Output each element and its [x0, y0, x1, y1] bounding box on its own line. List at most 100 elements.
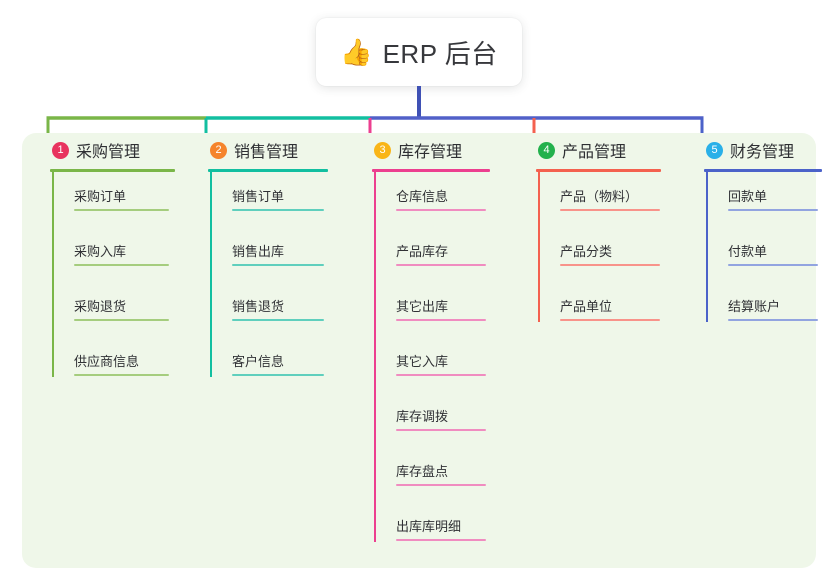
branch-spine — [52, 172, 54, 377]
branch-number-badge: 1 — [52, 141, 69, 159]
leaf-item[interactable]: 产品（物料） — [538, 186, 660, 211]
branch-header-underline — [208, 169, 328, 172]
branch-leaf-list: 回款单付款单结算账户 — [706, 172, 822, 337]
leaf-item[interactable]: 采购退货 — [52, 296, 169, 321]
leaf-item[interactable]: 结算账户 — [706, 296, 818, 321]
leaf-item-label: 产品库存 — [396, 244, 449, 259]
leaf-item[interactable]: 其它入库 — [374, 351, 486, 376]
leaf-item-underline — [74, 264, 169, 266]
leaf-item-label: 其它出库 — [396, 299, 449, 314]
leaf-item[interactable]: 出库库明细 — [374, 516, 486, 541]
root-node[interactable]: 👍 ERP 后台 — [316, 18, 522, 86]
branch-header-1[interactable]: 1 采购管理 — [36, 133, 175, 167]
branch-column-1: 1 采购管理采购订单采购入库采购退货供应商信息 — [36, 133, 175, 392]
branch-spine — [210, 172, 212, 377]
leaf-item-label: 产品单位 — [560, 299, 613, 314]
branch-leaf-list: 销售订单销售出库销售退货客户信息 — [210, 172, 328, 392]
leaf-item-underline — [728, 209, 818, 211]
thumbs-up-icon: 👍 — [340, 37, 373, 67]
leaf-item-label: 销售退货 — [232, 299, 285, 314]
leaf-item-underline — [74, 209, 169, 211]
branch-header-underline — [50, 169, 175, 172]
branch-leaf-list: 采购订单采购入库采购退货供应商信息 — [52, 172, 175, 392]
branch-title: 库存管理 — [398, 144, 463, 161]
leaf-item[interactable]: 采购入库 — [52, 241, 169, 266]
branch-header-underline — [704, 169, 822, 172]
branch-leaf-list: 产品（物料） 产品分类产品单位 — [538, 172, 661, 337]
leaf-item-underline — [396, 319, 486, 321]
leaf-item-underline — [728, 264, 818, 266]
branch-spine — [706, 172, 708, 322]
leaf-item[interactable]: 产品单位 — [538, 296, 660, 321]
leaf-item-underline — [232, 374, 324, 376]
branch-header-5[interactable]: 5 财务管理 — [690, 133, 822, 167]
leaf-item-underline — [560, 264, 660, 266]
branch-panel — [22, 133, 816, 568]
leaf-item[interactable]: 产品分类 — [538, 241, 660, 266]
leaf-item[interactable]: 供应商信息 — [52, 351, 169, 376]
leaf-item[interactable]: 其它出库 — [374, 296, 486, 321]
leaf-item-underline — [396, 209, 486, 211]
leaf-item-underline — [74, 319, 169, 321]
branch-header-underline — [536, 169, 661, 172]
leaf-item[interactable]: 产品库存 — [374, 241, 486, 266]
leaf-item[interactable]: 销售出库 — [210, 241, 324, 266]
leaf-item-label: 销售出库 — [232, 244, 285, 259]
branch-column-4: 4 产品管理产品（物料） 产品分类产品单位 — [522, 133, 661, 337]
leaf-item-underline — [560, 319, 660, 321]
leaf-item-label: 采购订单 — [74, 189, 127, 204]
leaf-item[interactable]: 库存盘点 — [374, 461, 486, 486]
branch-title: 产品管理 — [562, 144, 627, 161]
branch-number-badge: 5 — [706, 141, 723, 159]
leaf-item-underline — [728, 319, 818, 321]
leaf-item-underline — [232, 264, 324, 266]
leaf-item-label: 采购入库 — [74, 244, 127, 259]
branch-number-badge: 3 — [374, 141, 391, 159]
leaf-item-underline — [396, 429, 486, 431]
leaf-item[interactable]: 客户信息 — [210, 351, 324, 376]
leaf-item-label: 付款单 — [728, 244, 768, 259]
branch-number-badge: 4 — [538, 141, 555, 159]
leaf-item-label: 库存盘点 — [396, 464, 449, 479]
leaf-item-underline — [396, 264, 486, 266]
branch-spine — [538, 172, 540, 322]
leaf-item-label: 供应商信息 — [74, 354, 140, 369]
leaf-item-underline — [396, 374, 486, 376]
branch-column-5: 5 财务管理回款单付款单结算账户 — [690, 133, 822, 337]
leaf-item-underline — [396, 539, 486, 541]
leaf-item[interactable]: 回款单 — [706, 186, 818, 211]
leaf-item-underline — [232, 209, 324, 211]
leaf-item-label: 采购退货 — [74, 299, 127, 314]
leaf-item-label: 销售订单 — [232, 189, 285, 204]
leaf-item-label: 结算账户 — [728, 299, 781, 314]
leaf-item[interactable]: 付款单 — [706, 241, 818, 266]
leaf-item-label: 仓库信息 — [396, 189, 449, 204]
leaf-item-label: 出库库明细 — [396, 519, 462, 534]
leaf-item-label: 客户信息 — [232, 354, 285, 369]
leaf-item-underline — [396, 484, 486, 486]
leaf-item[interactable]: 采购订单 — [52, 186, 169, 211]
branch-header-underline — [372, 169, 490, 172]
branch-title: 采购管理 — [76, 144, 141, 161]
leaf-item[interactable]: 销售订单 — [210, 186, 324, 211]
leaf-item[interactable]: 库存调拨 — [374, 406, 486, 431]
leaf-item-label: 产品（物料） — [560, 189, 639, 204]
leaf-item-underline — [560, 209, 660, 211]
leaf-item[interactable]: 销售退货 — [210, 296, 324, 321]
leaf-item-label: 产品分类 — [560, 244, 613, 259]
branch-title: 财务管理 — [730, 144, 795, 161]
root-node-title: ERP 后台 — [382, 38, 498, 69]
branch-number-badge: 2 — [210, 141, 227, 159]
branch-leaf-list: 仓库信息产品库存其它出库其它入库库存调拨库存盘点出库库明细 — [374, 172, 490, 557]
branch-header-4[interactable]: 4 产品管理 — [522, 133, 661, 167]
branch-header-3[interactable]: 3 库存管理 — [358, 133, 490, 167]
leaf-item-underline — [232, 319, 324, 321]
branch-column-3: 3 库存管理仓库信息产品库存其它出库其它入库库存调拨库存盘点出库库明细 — [358, 133, 490, 557]
leaf-item-label: 其它入库 — [396, 354, 449, 369]
leaf-item[interactable]: 仓库信息 — [374, 186, 486, 211]
leaf-item-label: 回款单 — [728, 189, 768, 204]
branch-spine — [374, 172, 376, 542]
